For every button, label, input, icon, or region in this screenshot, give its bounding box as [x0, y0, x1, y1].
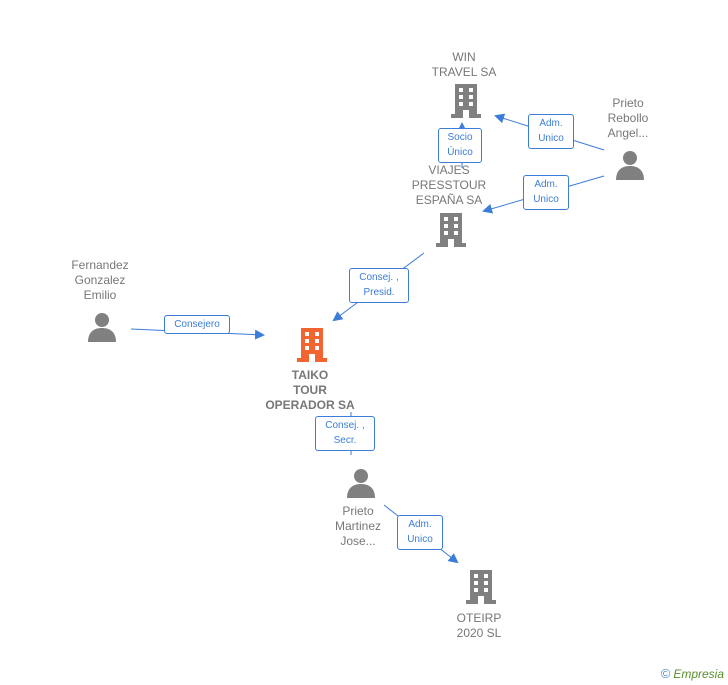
- node-label-oteirp[interactable]: OTEIRP 2020 SL: [456, 611, 502, 640]
- edge-label-consej-secr: Consej. , Secr.: [315, 416, 375, 451]
- person-body: [616, 166, 644, 180]
- node-label-prieto-rebollo[interactable]: Prieto Rebollo Angel...: [607, 96, 649, 140]
- building-shape: [451, 84, 481, 118]
- empresia-logo[interactable]: ©Empresia: [661, 666, 724, 681]
- edge-label-adm-unico-viajes: Adm. Unico: [523, 175, 569, 210]
- person-body: [347, 484, 375, 498]
- node-label-win-travel[interactable]: WIN TRAVEL SA: [431, 50, 497, 79]
- building-icon: [436, 213, 466, 247]
- building-shape: [436, 213, 466, 247]
- person-body: [88, 328, 116, 342]
- edge-label-consejero: Consejero: [164, 315, 230, 334]
- edge-label-adm-unico-win: Adm. Unico: [528, 114, 574, 149]
- building-icon: [451, 84, 481, 118]
- node-label-fernandez[interactable]: Fernandez Gonzalez Emilio: [71, 258, 129, 302]
- building-shape: [297, 328, 327, 362]
- edge-label-adm-unico-oteirp: Adm. Unico: [397, 515, 443, 550]
- edge-label-socio-unico: Socio Único: [438, 128, 482, 163]
- person-head: [95, 313, 109, 327]
- person-icon: [347, 469, 375, 498]
- copyright-symbol: ©: [660, 666, 671, 681]
- brand-name: Empresia: [673, 667, 724, 681]
- edge-label-consej-presid: Consej. , Presid.: [349, 268, 409, 303]
- person-head: [354, 469, 368, 483]
- person-icon: [88, 313, 116, 342]
- building-shape: [466, 570, 496, 604]
- building-icon-main: [297, 328, 327, 362]
- node-label-taiko[interactable]: TAIKO TOUR OPERADOR SA: [265, 368, 355, 412]
- person-head: [623, 151, 637, 165]
- node-label-prieto-martinez[interactable]: Prieto Martinez Jose...: [334, 504, 381, 548]
- building-icon: [466, 570, 496, 604]
- node-label-viajes-presstour[interactable]: VIAJES PRESSTOUR ESPAÑA SA: [411, 163, 487, 207]
- person-icon: [616, 151, 644, 180]
